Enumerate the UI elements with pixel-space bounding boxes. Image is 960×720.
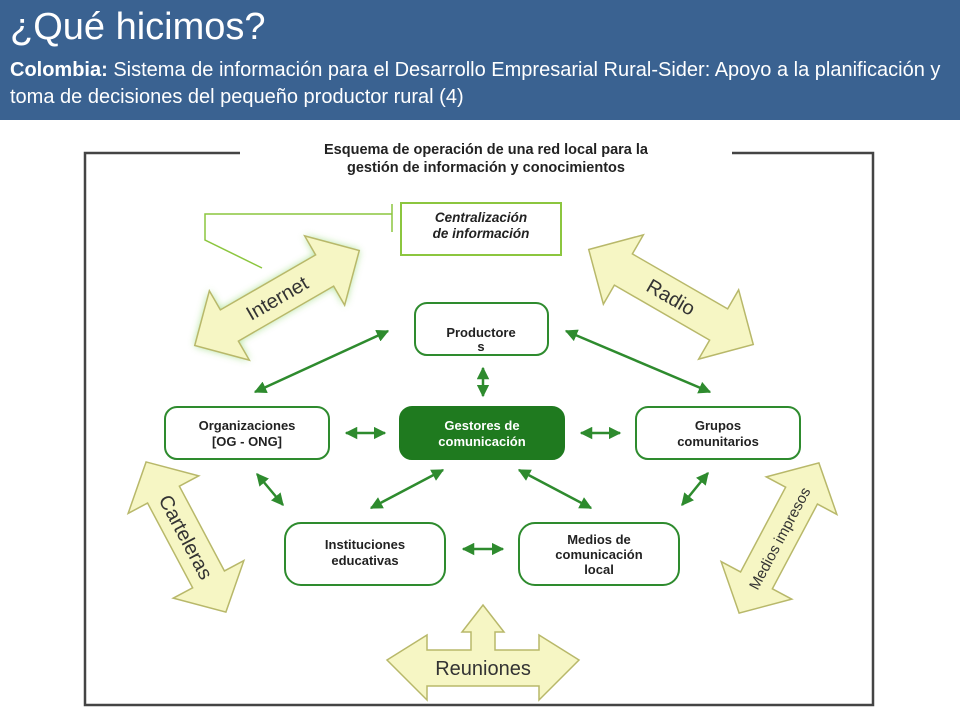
node-grupos: Grupos comunitarios (635, 406, 801, 460)
grupos-line2: comunitarios (677, 434, 759, 449)
node-productores: Productore s (414, 302, 549, 356)
arrow-gestores-medios (517, 468, 593, 510)
carteleras-arrow: Carteleras (126, 461, 246, 613)
gestores-line2: comunicación (438, 434, 525, 449)
medios-line3: local (584, 562, 614, 577)
medios-impresos-arrow: Medios impresos (719, 462, 839, 614)
header-bar: ¿Qué hicimos? Colombia: Sistema de infor… (0, 0, 960, 120)
arrow-grupos-medios (681, 472, 709, 506)
node-gestores: Gestores de comunicación (399, 406, 565, 460)
centralizacion-line1: Centralización (435, 210, 527, 225)
productores-line1: Productore (446, 325, 515, 340)
subtitle-text: Sistema de información para el Desarroll… (10, 59, 941, 108)
page-subtitle: Colombia: Sistema de información para el… (10, 57, 955, 111)
node-organizaciones: Organizaciones [OG - ONG] (164, 406, 330, 460)
internet-arrow: Internet (193, 234, 361, 362)
gestores-line1: Gestores de (444, 418, 519, 433)
arrow-organizaciones-instituciones (256, 473, 284, 506)
connector-arrows (253, 329, 712, 556)
node-instituciones: Instituciones educativas (284, 522, 446, 586)
radio-arrow: Radio (587, 233, 755, 361)
arrow-productores-organizaciones (253, 329, 390, 394)
arrow-productores-grupos (564, 329, 712, 394)
productores-line2: s (477, 339, 484, 354)
reuniones-label: Reuniones (435, 658, 531, 680)
arrow-gestores-instituciones (369, 468, 445, 510)
medios-line1: Medios de (567, 532, 631, 547)
diagram-title-line2: gestión de información y conocimientos (347, 160, 625, 176)
reuniones-arrow: Reuniones (385, 603, 581, 702)
medios-line2: comunicación (555, 547, 642, 562)
organizaciones-line1: Organizaciones (199, 418, 296, 433)
page-title: ¿Qué hicimos? (10, 6, 266, 48)
organizaciones-line2: [OG - ONG] (212, 434, 282, 449)
country-label: Colombia: (10, 59, 108, 81)
instituciones-line2: educativas (331, 553, 398, 568)
node-medios-local: Medios de comunicación local (518, 522, 680, 586)
instituciones-line1: Instituciones (325, 537, 405, 552)
centralizacion-line2: de información (433, 226, 530, 241)
diagram-title-line1: Esquema de operación de una red local pa… (324, 142, 649, 158)
diagram-frame (83, 151, 875, 707)
centralizacion-callout: Centralización de información (204, 202, 562, 269)
grupos-line1: Grupos (695, 418, 741, 433)
